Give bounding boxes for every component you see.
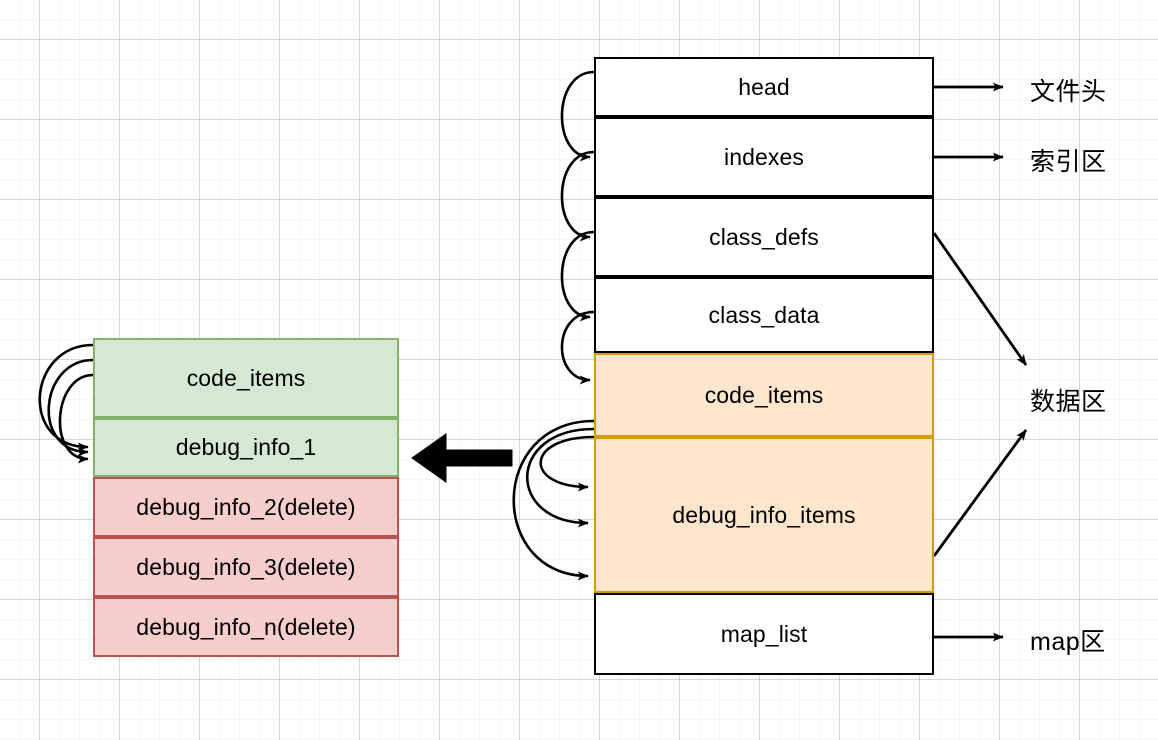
loop-left-code-to-debug-1 [38, 343, 94, 452]
debug-row-debug-info-1[interactable]: debug_info_1 [93, 418, 399, 477]
debug-row-debug-info-3[interactable]: debug_info_3(delete) [93, 537, 399, 597]
loop-code-items-to-debug-3 [512, 419, 595, 581]
dex-row-indexes[interactable]: indexes [594, 117, 934, 197]
loop-indexes-to-class-defs [560, 150, 595, 242]
region-label-file-header: 文件头 [1030, 78, 1107, 106]
dex-row-class-data[interactable]: class_data [594, 277, 934, 353]
loop-code-items-to-debug-1 [539, 435, 595, 492]
debug-row-code-items[interactable]: code_items [93, 338, 399, 418]
dex-row-class-defs[interactable]: class_defs [594, 197, 934, 277]
loop-code-items-to-debug-2 [526, 427, 595, 528]
dex-row-head[interactable]: head [594, 57, 934, 117]
debug-row-debug-info-n[interactable]: debug_info_n(delete) [93, 597, 399, 657]
arrow-class-defs-to-data [932, 232, 1028, 366]
loop-class-data-to-code-items [560, 310, 595, 385]
region-label-index-area: 索引区 [1030, 148, 1107, 176]
loop-left-code-to-debug-2 [47, 358, 94, 457]
dex-row-map-list[interactable]: map_list [594, 593, 934, 675]
region-label-data-area: 数据区 [1030, 388, 1107, 416]
dex-row-debug-info-items[interactable]: debug_info_items [594, 437, 934, 593]
loop-left-code-to-debug-3 [58, 373, 94, 464]
dex-row-code-items[interactable]: code_items [594, 353, 934, 437]
arrow-debug-items-to-data [932, 429, 1028, 557]
loop-head-to-indexes [560, 70, 595, 162]
region-label-map-area: map区 [1030, 628, 1106, 656]
loop-class-defs-to-class-data [560, 230, 595, 322]
arrow-expand-debug-info-items [411, 433, 513, 483]
debug-row-debug-info-2[interactable]: debug_info_2(delete) [93, 477, 399, 537]
